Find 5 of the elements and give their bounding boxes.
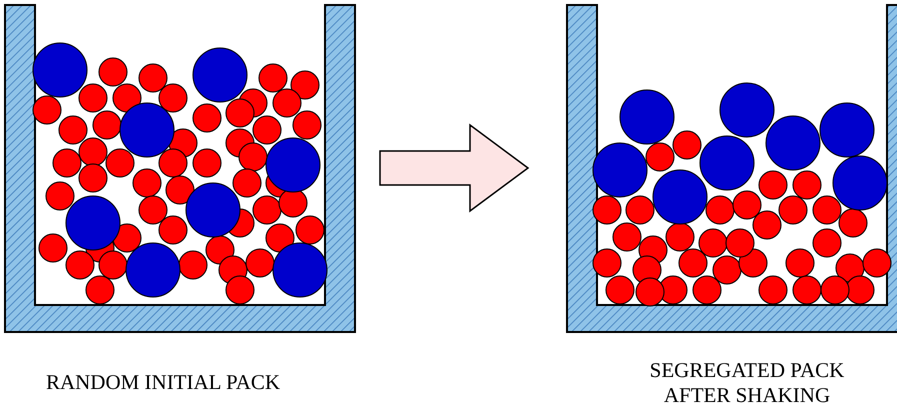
container-drawing — [567, 5, 897, 332]
node-label: RANDOM INITIAL PACK — [44, 370, 282, 395]
node-label: SEGREGATED PACK AFTER SHAKING — [648, 358, 846, 408]
block-arrow — [379, 124, 530, 212]
container-drawing — [5, 5, 355, 332]
